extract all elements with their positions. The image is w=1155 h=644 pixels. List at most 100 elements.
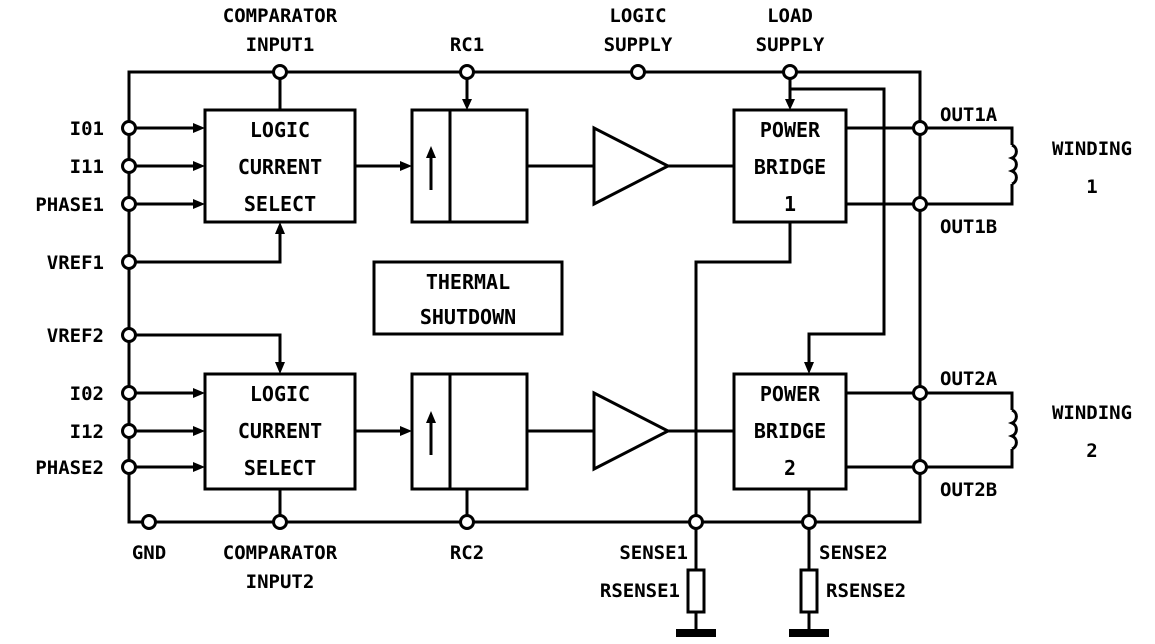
rsense2-ground-icon [789, 629, 829, 637]
logic1-to-oneshot-arrow [400, 161, 412, 171]
rsense1-ground-icon [676, 629, 716, 637]
sense1-path-line [694, 222, 792, 522]
i02-pin [121, 385, 137, 401]
comparator-input2-label-line1: COMPARATOR [223, 542, 338, 564]
rc1-arrow [462, 99, 472, 110]
vref2-arrow [275, 362, 285, 374]
logic-supply-label-line2: SUPPLY [604, 34, 673, 56]
power1-line1: POWER [760, 118, 821, 142]
power1-line3: 1 [784, 192, 796, 216]
power-bridge-1-block [732, 108, 848, 224]
amplifier-2-triangle [592, 390, 672, 472]
rc2-pin [459, 514, 475, 530]
i12-arrow [193, 426, 205, 436]
load-supply-to-bridge2-line [790, 87, 886, 363]
i11-label: I11 [70, 156, 104, 178]
phase1-arrow [193, 199, 205, 209]
out1b-label: OUT1B [940, 216, 997, 238]
phase1-pin [121, 196, 137, 212]
rsense2-label: RSENSE2 [826, 580, 906, 602]
vref1-line [129, 234, 282, 264]
phase2-arrow [193, 462, 205, 472]
rc2-label: RC2 [450, 542, 484, 564]
thermal-line1: THERMAL [426, 270, 510, 294]
i01-arrow [193, 123, 205, 133]
one-shot-2-block [410, 372, 529, 491]
winding1-bottom-wire [920, 184, 1014, 206]
rc1-label: RC1 [450, 34, 484, 56]
logic1-line3: SELECT [244, 192, 316, 216]
load-supply-label-line1: LOAD [767, 5, 813, 27]
power-bridge-2-block [732, 372, 848, 491]
comparator-input1-label-line1: COMPARATOR [223, 5, 338, 27]
winding2-label-line1: WINDING [1052, 402, 1132, 424]
thermal-line2: SHUTDOWN [420, 305, 516, 329]
load-supply-pin [782, 64, 798, 80]
winding2-coil-icon [1007, 408, 1018, 451]
i01-pin [121, 120, 137, 136]
sense2-label: SENSE2 [819, 542, 888, 564]
vref1-pin [121, 254, 137, 270]
winding1-label-line1: WINDING [1052, 138, 1132, 160]
vref1-label: VREF1 [47, 252, 104, 274]
thermal-shutdown-block [372, 260, 564, 336]
load-supply-to-bridge2-arrow [804, 362, 814, 374]
i11-arrow [193, 161, 205, 171]
winding2-label-line2: 2 [1086, 440, 1097, 462]
gnd-label: GND [132, 542, 166, 564]
one-shot-1-pulse-arrow-icon [426, 146, 436, 158]
gnd-pin [141, 514, 157, 530]
out1a-label: OUT1A [940, 104, 998, 126]
phase2-pin [121, 459, 137, 475]
comparator-input1-pin [272, 64, 288, 80]
logic-current-select-2-block [203, 372, 357, 491]
power2-line2: BRIDGE [754, 419, 826, 443]
logic2-line2: CURRENT [238, 419, 322, 443]
rsense2-resistor [799, 568, 819, 614]
rsense1-resistor [686, 568, 706, 614]
power2-line3: 2 [784, 456, 796, 480]
out1b-pin [912, 196, 928, 212]
i02-label: I02 [70, 383, 104, 405]
vref2-line [129, 333, 282, 363]
logic1-line2: CURRENT [238, 155, 322, 179]
winding2-top-wire [920, 391, 1014, 410]
comparator-input1-label-line2: INPUT1 [246, 34, 315, 56]
out2a-pin [912, 385, 928, 401]
load-supply-label-line2: SUPPLY [756, 34, 825, 56]
sense2-pin [801, 514, 817, 530]
rc1-pin [459, 64, 475, 80]
logic2-line1: LOGIC [250, 382, 310, 406]
out2b-pin [912, 459, 928, 475]
one-shot-1-block [410, 108, 529, 224]
phase2-label: PHASE2 [35, 457, 104, 479]
winding1-coil-icon [1007, 143, 1018, 186]
logic-supply-pin [630, 64, 646, 80]
out2a-label: OUT2A [940, 368, 998, 390]
i02-arrow [193, 388, 205, 398]
power2-line1: POWER [760, 382, 821, 406]
rsense1-label: RSENSE1 [600, 580, 680, 602]
logic2-line3: SELECT [244, 456, 316, 480]
winding2-bottom-wire [920, 449, 1014, 469]
i11-pin [121, 158, 137, 174]
logic-supply-label-line1: LOGIC [609, 5, 666, 27]
winding1-label-line2: 1 [1086, 176, 1097, 198]
vref2-pin [121, 327, 137, 343]
out2b-label: OUT2B [940, 479, 997, 501]
logic2-to-oneshot-arrow [400, 426, 412, 436]
phase1-label: PHASE1 [35, 194, 104, 216]
vref2-label: VREF2 [47, 325, 104, 347]
i12-pin [121, 423, 137, 439]
out1a-pin [912, 120, 928, 136]
chip-outline [127, 70, 922, 524]
i12-label: I12 [70, 421, 104, 443]
winding1-top-wire [920, 126, 1014, 145]
vref1-arrow [275, 222, 285, 234]
i01-label: I01 [70, 118, 104, 140]
comparator-input2-pin [272, 514, 288, 530]
one-shot-2-pulse-arrow-icon [426, 411, 436, 423]
power1-line2: BRIDGE [754, 155, 826, 179]
comparator-input2-label-line2: INPUT2 [246, 571, 315, 593]
